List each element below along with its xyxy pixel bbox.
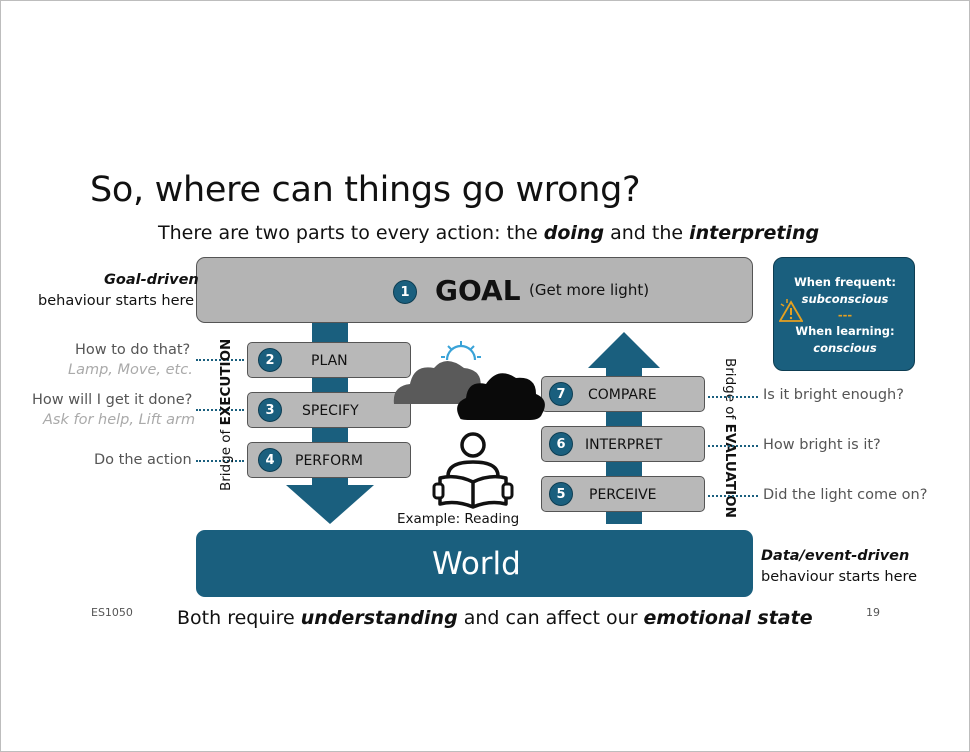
question-specify: How will I get it done? bbox=[32, 392, 193, 408]
step-interpret-label: INTERPRET bbox=[585, 437, 663, 453]
grey-cloud-icon bbox=[393, 361, 483, 404]
step-number-5: 5 bbox=[549, 482, 573, 506]
course-code: ES1050 bbox=[91, 606, 133, 619]
question-plan: How to do that? bbox=[75, 342, 191, 358]
sun-icon bbox=[441, 341, 481, 361]
page-number: 19 bbox=[866, 606, 880, 619]
step-specify-label: SPECIFY bbox=[302, 403, 359, 419]
info-line-2: subconscious bbox=[801, 292, 889, 306]
question-interpret: How bright is it? bbox=[763, 437, 881, 453]
dotted-connector-interpret bbox=[708, 445, 758, 447]
step-number-4: 4 bbox=[258, 448, 282, 472]
step-perceive-label: PERCEIVE bbox=[589, 487, 657, 503]
bottom-line: Both require understanding and can affec… bbox=[177, 607, 813, 629]
question-compare: Is it bright enough? bbox=[763, 387, 904, 403]
warning-lightbulb-icon bbox=[779, 299, 803, 322]
dotted-connector-compare bbox=[708, 396, 758, 398]
data-driven-em: Data/event-driven bbox=[761, 548, 910, 564]
step-plan-label: PLAN bbox=[311, 353, 348, 369]
bridge-of-evaluation: Bridge of EVALUATION bbox=[722, 358, 738, 518]
goal-driven-text: behaviour starts here bbox=[38, 293, 195, 309]
goal-label: GOAL bbox=[435, 274, 521, 307]
info-box: When frequent: subconscious --- When lea… bbox=[773, 257, 915, 371]
info-line-3: When learning: bbox=[795, 324, 895, 338]
info-divider: --- bbox=[837, 308, 853, 322]
step-perform-label: PERFORM bbox=[295, 453, 363, 469]
dotted-connector-perform bbox=[196, 460, 244, 462]
slide-title: So, where can things go wrong? bbox=[90, 170, 641, 210]
black-cloud-icon bbox=[457, 373, 545, 420]
person-reading-icon bbox=[432, 432, 514, 509]
info-line-1: When frequent: bbox=[794, 275, 896, 289]
slide-subtitle: There are two parts to every action: the… bbox=[158, 222, 820, 244]
bridge-of-execution: Bridge of EXECUTION bbox=[218, 338, 234, 491]
question-perceive: Did the light come on? bbox=[763, 487, 928, 503]
example-plan: Lamp, Move, etc. bbox=[68, 362, 193, 378]
question-perform: Do the action bbox=[94, 452, 192, 468]
step-number-6: 6 bbox=[549, 432, 573, 456]
step-compare-label: COMPARE bbox=[588, 387, 657, 403]
goal-driven-em: Goal-driven bbox=[104, 272, 199, 288]
data-driven-text: behaviour starts here bbox=[761, 569, 918, 585]
world-label: World bbox=[432, 546, 521, 582]
step-number-7: 7 bbox=[549, 382, 573, 406]
step-number-3: 3 bbox=[258, 398, 282, 422]
step-number-1: 1 bbox=[393, 280, 417, 304]
dotted-connector-plan bbox=[196, 359, 244, 361]
world-box bbox=[196, 530, 753, 597]
dotted-connector-specify bbox=[196, 409, 244, 411]
info-line-4: conscious bbox=[813, 341, 877, 355]
example-caption: Example: Reading bbox=[397, 511, 520, 527]
example-specify: Ask for help, Lift arm bbox=[43, 412, 196, 428]
dotted-connector-perceive bbox=[708, 495, 758, 497]
goal-box bbox=[196, 257, 753, 323]
goal-note: (Get more light) bbox=[529, 281, 650, 299]
step-number-2: 2 bbox=[258, 348, 282, 372]
weather-illustration bbox=[393, 341, 545, 420]
